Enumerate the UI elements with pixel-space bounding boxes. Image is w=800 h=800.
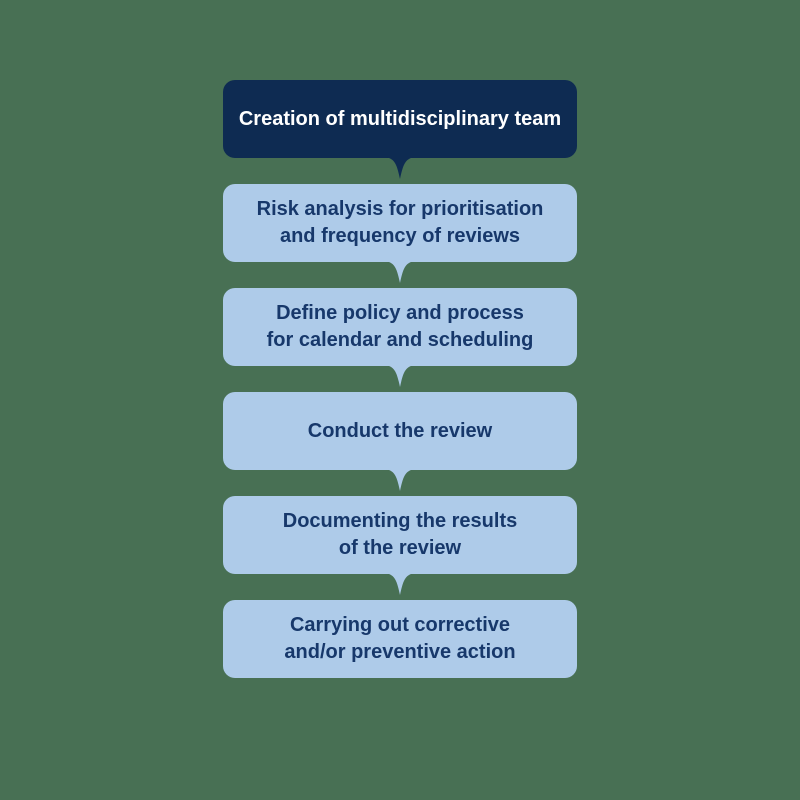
flow-step-risk-analysis: Risk analysis for prioritisation and fre…	[223, 184, 577, 283]
step-label: Conduct the review	[307, 419, 493, 442]
flow-step-documenting-results: Documenting the results of the review	[223, 496, 577, 595]
process-flowchart: Creation of multidisciplinary team Risk …	[223, 80, 577, 678]
step-label: Creation of multidisciplinary team	[238, 107, 562, 130]
step-label-line-2: for calendar and scheduling	[266, 329, 534, 351]
step-label-line-1: Documenting the results	[282, 510, 518, 532]
step-label-line-1: Risk analysis for prioritisation	[256, 198, 544, 220]
connector-arrow-down-icon	[386, 469, 414, 491]
step-label-line-1: Carrying out corrective	[289, 614, 511, 636]
flow-step-define-policy: Define policy and process for calendar a…	[223, 288, 577, 387]
step-label-line-2: and frequency of reviews	[279, 225, 521, 247]
connector-arrow-down-icon	[386, 573, 414, 595]
flow-step-corrective-action: Carrying out corrective and/or preventiv…	[223, 600, 577, 678]
connector-arrow-down-icon	[386, 261, 414, 283]
flow-step-conduct-review: Conduct the review	[223, 392, 577, 491]
connector-arrow-down-icon	[386, 157, 414, 179]
flow-step-creation-of-team: Creation of multidisciplinary team	[223, 80, 577, 179]
connector-arrow-down-icon	[386, 365, 414, 387]
step-label-line-1: Define policy and process	[276, 302, 524, 324]
step-label-line-2: and/or preventive action	[284, 641, 516, 663]
step-label-line-2: of the review	[338, 537, 462, 559]
